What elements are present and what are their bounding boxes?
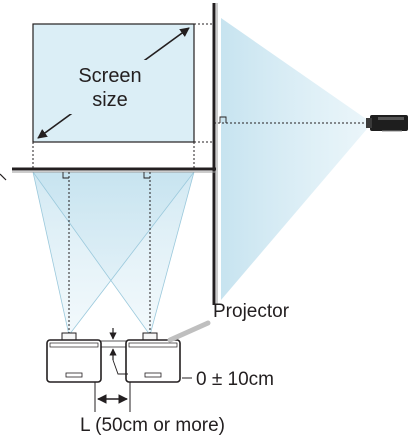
left-tick [0,173,7,181]
right-angle-side [219,116,227,123]
beam-edge [32,171,70,336]
projector-top-icon [125,332,181,383]
right-angle-right [143,172,150,179]
offset-leader [112,359,128,375]
screen-size-label-line2: size [92,89,128,111]
distance-label: L (50cm or more) [80,415,225,436]
side-beam [221,18,372,300]
right-angle-left [62,172,69,179]
screen-size-label-line1: Screen [78,65,141,87]
projector-top-icon [46,332,102,383]
offset-label: 0 ± 10cm [196,369,274,390]
beam-edge [32,171,151,336]
beam-edge [149,171,195,336]
beam-edge [68,171,195,336]
label-backdrop [66,60,154,114]
projector-side-icon [366,115,408,132]
projector-label: Projector [213,301,290,322]
projector-callout-line [167,320,211,343]
beam-right-projector [33,172,194,335]
